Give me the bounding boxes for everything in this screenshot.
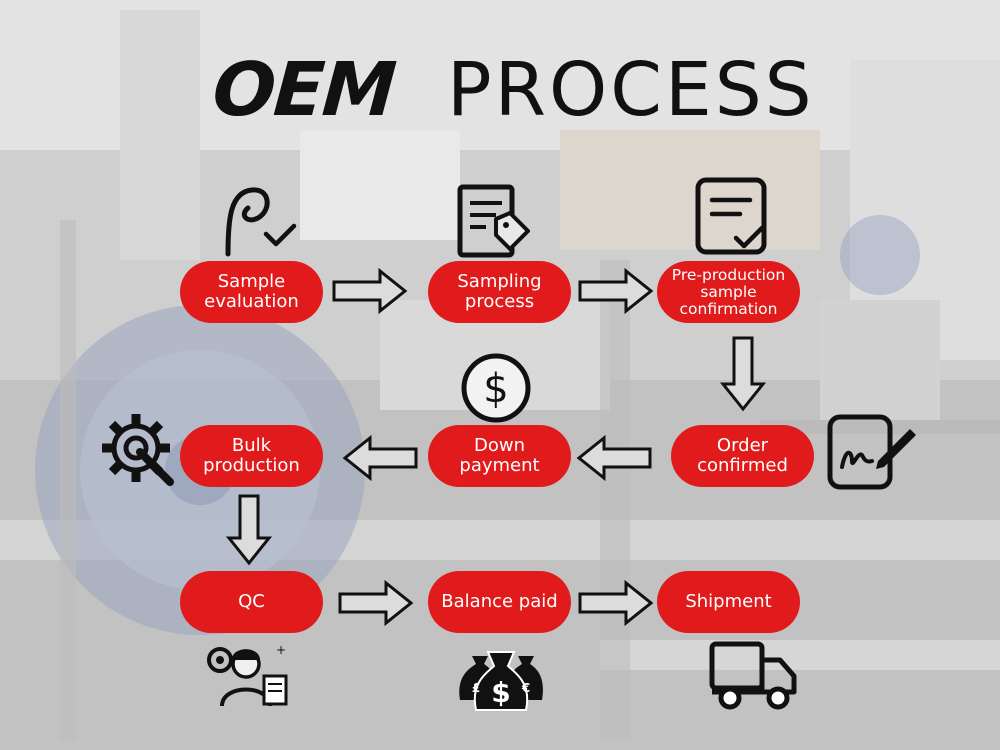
step-shipment: Shipment: [657, 571, 800, 633]
signature-check-icon: [225, 187, 297, 257]
checklist-icon: [695, 177, 767, 255]
money-bags-icon: $ £ €: [459, 651, 543, 711]
dollar-coin-icon: $: [461, 353, 531, 423]
svg-text:$: $: [491, 676, 510, 709]
arrow-right-2: [578, 268, 654, 314]
step-label: Balance paid: [441, 591, 558, 612]
title-oem: OEM: [209, 47, 398, 133]
arrow-left-1: [576, 435, 652, 481]
step-qc: QC: [180, 571, 323, 633]
step-pre-production-confirmation: Pre-production sample confirmation: [657, 261, 800, 323]
step-label: Sample evaluation: [204, 271, 299, 312]
step-label: Bulk production: [203, 435, 300, 476]
svg-text:£: £: [472, 681, 480, 695]
svg-text:$: $: [483, 366, 508, 412]
step-order-confirmed: Order confirmed: [671, 425, 814, 487]
arrow-down-2: [226, 494, 272, 566]
arrow-right-4: [578, 580, 654, 626]
step-label: Order confirmed: [697, 435, 788, 476]
arrow-left-2: [342, 435, 418, 481]
step-label: Sampling process: [457, 271, 542, 312]
arrow-down-1: [720, 336, 766, 412]
svg-text:+: +: [276, 643, 286, 657]
delivery-truck-icon: [709, 641, 797, 710]
step-label: Shipment: [685, 591, 772, 612]
step-label: Pre-production sample confirmation: [671, 265, 786, 318]
step-balance-paid: Balance paid: [428, 571, 571, 633]
step-label: QC: [238, 591, 265, 612]
document-tag-icon: [457, 184, 530, 258]
step-sampling-process: Sampling process: [428, 261, 571, 323]
step-down-payment: Down payment: [428, 425, 571, 487]
signing-pen-icon: [827, 414, 916, 490]
arrow-right-3: [338, 580, 414, 626]
gear-wrench-icon: [102, 414, 174, 486]
title-process: PROCESS: [447, 47, 815, 133]
step-sample-evaluation: Sample evaluation: [180, 261, 323, 323]
svg-text:€: €: [521, 681, 530, 695]
step-bulk-production: Bulk production: [180, 425, 323, 487]
arrow-right-1: [332, 268, 408, 314]
step-label: Down payment: [459, 435, 540, 476]
inspector-gear-icon: +: [207, 643, 288, 707]
